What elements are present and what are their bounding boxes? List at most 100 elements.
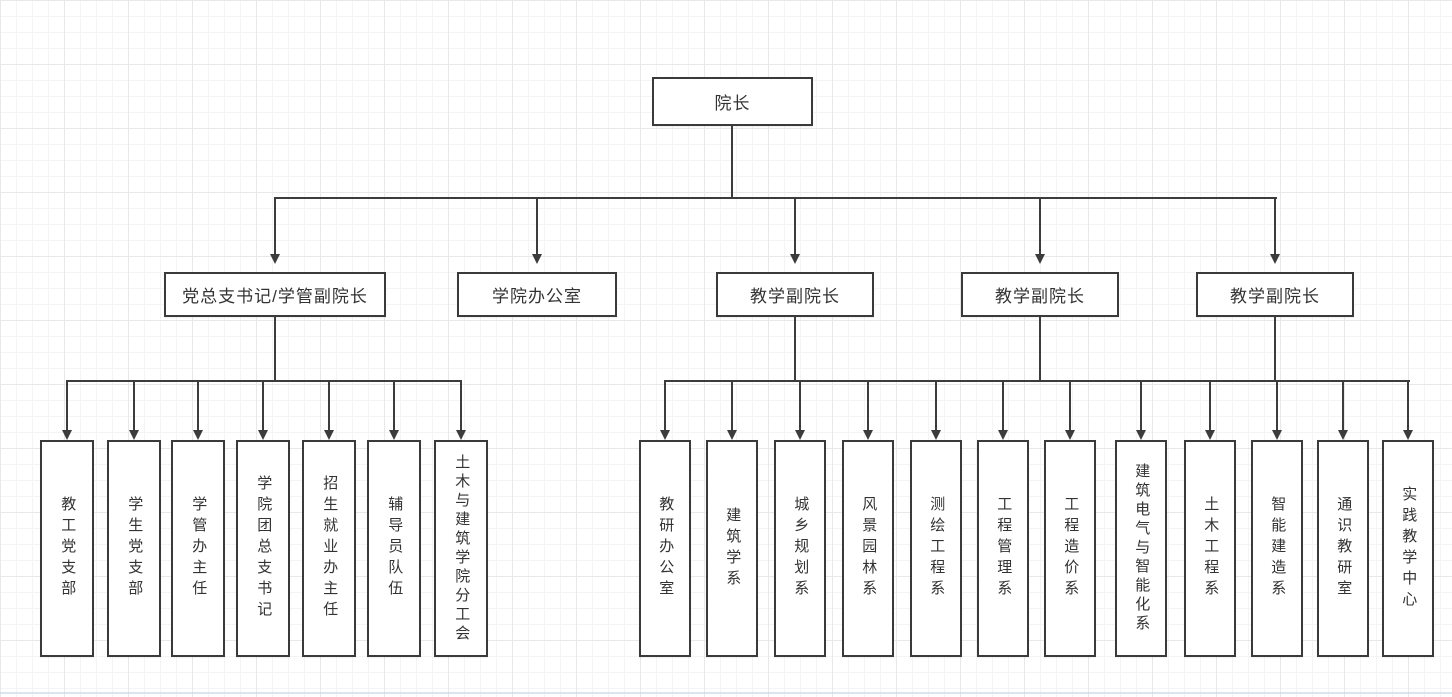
connector-line — [197, 380, 199, 430]
connector-arrow — [863, 430, 873, 440]
connector-line — [536, 197, 538, 255]
node-teaching-research-office[interactable]: 教研办公室 — [639, 440, 691, 657]
node-party-secretary-vice-dean[interactable]: 党总支书记/学管副院长 — [164, 272, 386, 317]
connector-arrow — [1403, 430, 1413, 440]
node-faculty-party-branch[interactable]: 教工党支部 — [40, 440, 94, 657]
node-dean[interactable]: 院长 — [652, 77, 813, 126]
node-engineering-cost-dept[interactable]: 工程造价系 — [1044, 440, 1096, 657]
connector-line — [274, 197, 1277, 199]
connector-arrow — [129, 430, 139, 440]
connector-arrow — [62, 430, 72, 440]
node-label: 教学副院长 — [750, 287, 840, 306]
connector-line — [328, 380, 330, 430]
node-college-labor-union[interactable]: 土木与建筑学院分工会 — [434, 440, 488, 657]
node-label: 土木与建筑学院分工会 — [453, 453, 471, 644]
connector-line — [935, 380, 937, 430]
connector-arrow — [193, 430, 203, 440]
connector-line — [799, 380, 801, 430]
node-building-electrical-intelligence-dept[interactable]: 建筑电气与智能化系 — [1115, 440, 1167, 657]
connector-line — [1209, 380, 1211, 430]
connector-arrow — [1136, 430, 1146, 440]
node-label: 教学副院长 — [995, 287, 1085, 306]
node-label: 建筑学系 — [724, 506, 742, 591]
connector-line — [1039, 317, 1041, 382]
connector-arrow — [1338, 430, 1348, 440]
connector-line — [460, 380, 462, 430]
connector-arrow — [1035, 254, 1045, 264]
connector-arrow — [790, 254, 800, 264]
node-architecture-dept[interactable]: 建筑学系 — [706, 440, 758, 657]
node-intelligent-construction-dept[interactable]: 智能建造系 — [1251, 440, 1303, 657]
node-teaching-vice-dean-1[interactable]: 教学副院长 — [716, 272, 874, 317]
connector-arrow — [258, 430, 268, 440]
node-counselor-team[interactable]: 辅导员队伍 — [367, 440, 421, 657]
node-label: 实践教学中心 — [1400, 485, 1418, 612]
node-label: 教工党支部 — [59, 496, 77, 601]
connector-line — [664, 380, 666, 430]
connector-line — [731, 126, 733, 198]
connector-arrow — [1205, 430, 1215, 440]
node-label: 教学副院长 — [1230, 287, 1320, 306]
connector-line — [1407, 380, 1409, 430]
node-college-office[interactable]: 学院办公室 — [457, 272, 617, 317]
connector-arrow — [727, 430, 737, 440]
connector-line — [1002, 380, 1004, 430]
node-engineering-management-dept[interactable]: 工程管理系 — [977, 440, 1029, 657]
node-student-affairs-director[interactable]: 学管办主任 — [171, 440, 225, 657]
connector-line — [1276, 380, 1278, 430]
node-student-party-branch[interactable]: 学生党支部 — [107, 440, 161, 657]
connector-arrow — [998, 430, 1008, 440]
connector-line — [794, 197, 796, 255]
connector-arrow — [931, 430, 941, 440]
node-label: 学生党支部 — [126, 496, 144, 601]
connector-line — [274, 197, 276, 255]
node-label: 城乡规划系 — [792, 496, 810, 601]
node-label: 学院团总支书记 — [255, 475, 273, 622]
node-label: 土木工程系 — [1202, 496, 1220, 601]
connector-arrow — [456, 430, 466, 440]
node-civil-engineering-dept[interactable]: 土木工程系 — [1184, 440, 1236, 657]
node-urban-rural-planning-dept[interactable]: 城乡规划系 — [774, 440, 826, 657]
connector-line — [1342, 380, 1344, 430]
connector-arrow — [1270, 254, 1280, 264]
connector-line — [1069, 380, 1071, 430]
connector-line — [1140, 380, 1142, 430]
node-surveying-engineering-dept[interactable]: 测绘工程系 — [910, 440, 962, 657]
node-teaching-vice-dean-3[interactable]: 教学副院长 — [1196, 272, 1354, 317]
connector-line — [794, 317, 796, 382]
node-label: 智能建造系 — [1269, 496, 1287, 601]
node-label: 学院办公室 — [492, 287, 582, 306]
node-general-education-office[interactable]: 通识教研室 — [1317, 440, 1369, 657]
connector-line — [262, 380, 264, 430]
node-label: 建筑电气与智能化系 — [1133, 463, 1151, 634]
connector-arrow — [389, 430, 399, 440]
node-admissions-employment-director[interactable]: 招生就业办主任 — [302, 440, 356, 657]
connector-arrow — [1272, 430, 1282, 440]
connector-line — [1274, 317, 1276, 382]
connector-line — [133, 380, 135, 430]
node-label: 辅导员队伍 — [386, 496, 404, 601]
connector-line — [664, 380, 1410, 382]
page-boundary-guide — [0, 692, 1452, 694]
node-youth-league-secretary[interactable]: 学院团总支书记 — [236, 440, 290, 657]
connector-line — [1274, 197, 1276, 255]
connector-line — [867, 380, 869, 430]
connector-line — [393, 380, 395, 430]
connector-line — [731, 380, 733, 430]
connector-line — [66, 380, 68, 430]
connector-line — [66, 380, 462, 382]
connector-arrow — [660, 430, 670, 440]
connector-line — [1039, 197, 1041, 255]
node-landscape-architecture-dept[interactable]: 风景园林系 — [842, 440, 894, 657]
node-label: 招生就业办主任 — [321, 475, 339, 622]
node-label: 风景园林系 — [860, 496, 878, 601]
connector-arrow — [795, 430, 805, 440]
node-practice-teaching-center[interactable]: 实践教学中心 — [1382, 440, 1434, 657]
node-label: 工程造价系 — [1062, 496, 1080, 601]
node-label: 学管办主任 — [190, 496, 208, 601]
node-teaching-vice-dean-2[interactable]: 教学副院长 — [961, 272, 1119, 317]
connector-arrow — [270, 254, 280, 264]
node-label: 院长 — [714, 94, 751, 113]
node-label: 党总支书记/学管副院长 — [182, 287, 368, 306]
